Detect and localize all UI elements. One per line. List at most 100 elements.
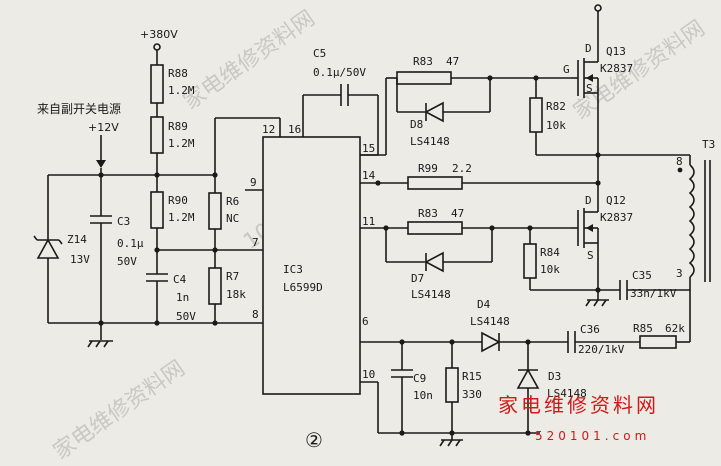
label-c3: C3 bbox=[117, 215, 130, 228]
value-c3-volt: 50V bbox=[117, 255, 137, 268]
value-d4: LS4148 bbox=[470, 315, 510, 328]
value-c4-volt: 50V bbox=[176, 310, 196, 323]
label-r89: R89 bbox=[168, 120, 188, 133]
pin-14: 14 bbox=[362, 169, 376, 182]
label-source: 来自副开关电源 bbox=[37, 102, 121, 116]
value-c3: 0.1μ bbox=[117, 237, 144, 250]
value-r82: 10k bbox=[546, 119, 566, 132]
label-c36: C36 bbox=[580, 323, 600, 336]
ground-icon bbox=[439, 433, 463, 447]
resistor-r89 bbox=[150, 116, 164, 154]
label-r84: R84 bbox=[540, 246, 560, 259]
watermark-text: 家电维修资料网 bbox=[49, 356, 190, 465]
resistor-r6 bbox=[208, 192, 222, 230]
resistor-r15 bbox=[445, 367, 459, 403]
q12-arrow-icon bbox=[586, 224, 593, 232]
diode-d7 bbox=[424, 251, 444, 273]
label-r85: R85 bbox=[633, 322, 653, 335]
label-d4: D4 bbox=[477, 298, 491, 311]
resistor-r99 bbox=[407, 176, 463, 190]
pin-7: 7 bbox=[252, 236, 259, 249]
resistor-r82 bbox=[529, 97, 543, 133]
value-r15: 330 bbox=[462, 388, 482, 401]
pin-6: 6 bbox=[362, 315, 369, 328]
value-r7: 18k bbox=[226, 288, 246, 301]
label-r83-high: R83 bbox=[413, 55, 433, 68]
q13-arrow-icon bbox=[586, 74, 593, 82]
value-c9: 10n bbox=[413, 389, 433, 402]
watermark-text: 家电维修资料网 bbox=[569, 16, 710, 125]
label-c35: C35 bbox=[632, 269, 652, 282]
value-r88: 1.2M bbox=[168, 84, 195, 97]
value-r83-high: 47 bbox=[446, 55, 459, 68]
figure-number: ② bbox=[305, 428, 323, 452]
pin-8: 8 bbox=[252, 308, 259, 321]
ground-icon bbox=[585, 299, 609, 307]
label-q13-g: G bbox=[563, 63, 570, 76]
value-r90: 1.2M bbox=[168, 211, 195, 224]
watermark-red-url: 520101.com bbox=[535, 429, 650, 443]
transformer-t3 bbox=[677, 160, 711, 290]
pin-11: 11 bbox=[362, 215, 375, 228]
value-z14: 13V bbox=[70, 253, 90, 266]
label-r83-low: R83 bbox=[418, 207, 438, 220]
t3-pin-8: 8 bbox=[676, 155, 683, 168]
label-q12: Q12 bbox=[606, 194, 626, 207]
label-r7: R7 bbox=[226, 270, 239, 283]
value-ic3: L6599D bbox=[283, 281, 323, 294]
label-q12-s: S bbox=[587, 249, 594, 262]
value-r99: 2.2 bbox=[452, 162, 472, 175]
label-r90: R90 bbox=[168, 194, 188, 207]
terminal-380v bbox=[153, 43, 161, 51]
label-d8: D8 bbox=[410, 118, 423, 131]
value-r89: 1.2M bbox=[168, 137, 195, 150]
value-q12: K2837 bbox=[600, 211, 633, 224]
value-d8: LS4148 bbox=[410, 135, 450, 148]
label-12v: +12V bbox=[88, 121, 119, 134]
label-z14: Z14 bbox=[67, 233, 87, 246]
watermark-text: 家电维修资料网 bbox=[179, 6, 320, 115]
resistor-r7 bbox=[208, 267, 222, 305]
zener-z14 bbox=[36, 238, 60, 259]
ic3-l6599d bbox=[262, 136, 361, 395]
label-c4: C4 bbox=[173, 273, 187, 286]
label-ic3: IC3 bbox=[283, 263, 303, 276]
diode-d4 bbox=[481, 331, 501, 353]
resistor-r83-low bbox=[407, 221, 463, 235]
resistor-r83-high bbox=[396, 71, 452, 85]
value-r84: 10k bbox=[540, 263, 560, 276]
value-r83-low: 47 bbox=[451, 207, 464, 220]
label-d7: D7 bbox=[411, 272, 424, 285]
value-d7: LS4148 bbox=[411, 288, 451, 301]
resistor-r88 bbox=[150, 64, 164, 104]
value-c5: 0.1μ/50V bbox=[313, 66, 366, 79]
ground-icon bbox=[87, 340, 113, 348]
label-c9: C9 bbox=[413, 372, 426, 385]
label-q13: Q13 bbox=[606, 45, 626, 58]
label-c5: C5 bbox=[313, 47, 326, 60]
terminal-top bbox=[594, 4, 602, 12]
pin-16: 16 bbox=[288, 123, 301, 136]
label-r82: R82 bbox=[546, 100, 566, 113]
resistor-r84 bbox=[523, 243, 537, 279]
value-r6: NC bbox=[226, 212, 239, 225]
value-r85: 62k bbox=[665, 322, 685, 335]
label-q12-d: D bbox=[585, 194, 592, 207]
pin-10: 10 bbox=[362, 368, 375, 381]
value-c36: 220/1kV bbox=[578, 343, 625, 356]
arrow-12v-icon bbox=[96, 160, 106, 168]
watermark-red-cn: 家电维修资料网 bbox=[498, 393, 659, 417]
diode-d8 bbox=[424, 101, 444, 123]
t3-pin-3: 3 bbox=[676, 267, 683, 280]
label-380v: +380V bbox=[140, 28, 178, 41]
pin-15: 15 bbox=[362, 142, 375, 155]
pin-12: 12 bbox=[262, 123, 275, 136]
label-q13-s: S bbox=[586, 82, 593, 95]
value-c4: 1n bbox=[176, 291, 189, 304]
value-q13: K2837 bbox=[600, 62, 633, 75]
label-d3: D3 bbox=[548, 370, 561, 383]
pin-9: 9 bbox=[250, 176, 257, 189]
value-d3: LS4148 bbox=[547, 387, 587, 400]
